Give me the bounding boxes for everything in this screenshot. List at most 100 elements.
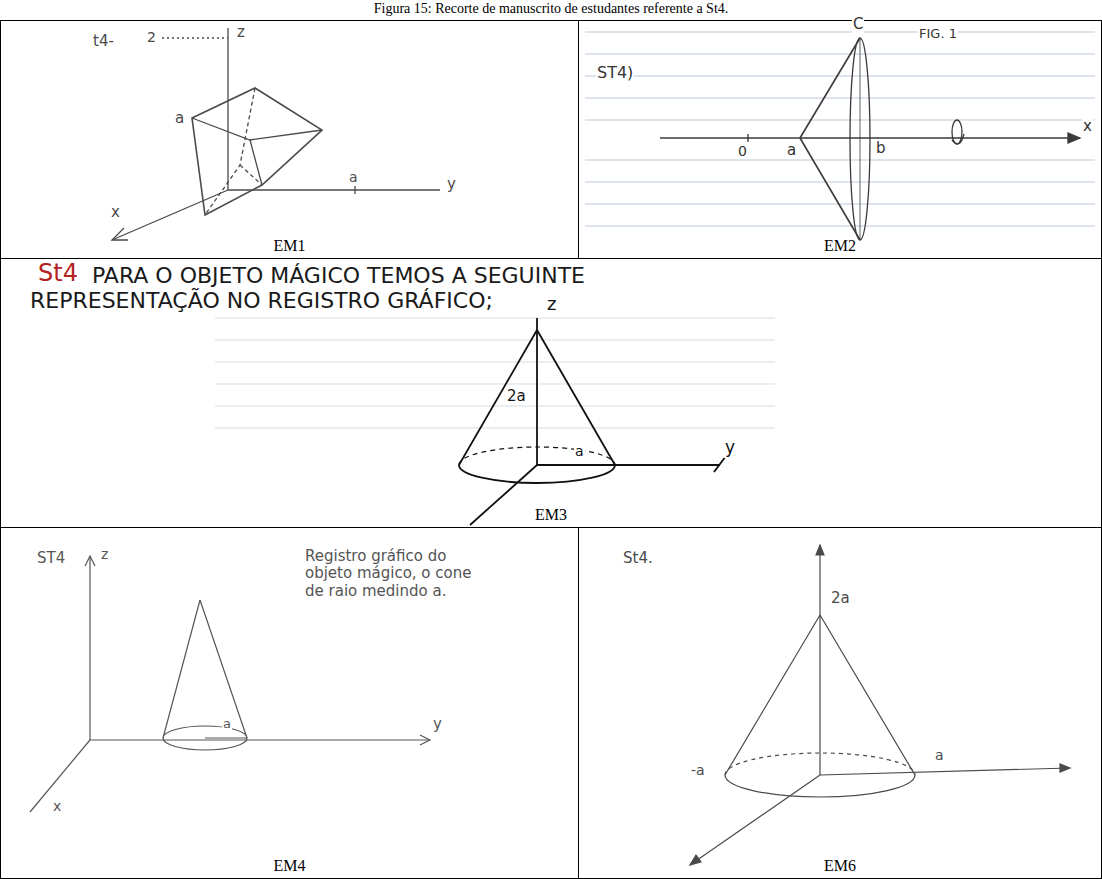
z-axis (536, 318, 538, 465)
cone-edge (820, 615, 915, 775)
axis-tick (747, 134, 748, 142)
em2-sketch (660, 38, 1080, 240)
handwritten-label: St4. (622, 550, 654, 567)
cone-base (163, 726, 247, 750)
handwritten-label: z (100, 546, 109, 562)
cone-base (850, 38, 870, 240)
panel-label: EM1 (274, 237, 306, 255)
prism-edge (192, 118, 322, 140)
x-axis (112, 190, 228, 240)
table-cell: EM1 (0, 20, 579, 259)
table-cell: EM4 (0, 527, 579, 879)
hidden-edge (205, 88, 255, 215)
cone-edge (459, 330, 537, 465)
z-axis (227, 28, 228, 190)
handwritten-label: a (174, 110, 185, 127)
handwritten-label: x (52, 798, 62, 814)
y-axis (820, 768, 1070, 775)
x-axis (690, 775, 820, 865)
cone-edge (163, 600, 200, 738)
ruled-paper (585, 32, 1095, 226)
handwritten-label: PARA O OBJETO MÁGICO TEMOS A SEGUINTE RE… (30, 263, 770, 314)
cone-base (725, 775, 915, 797)
prism-outline (192, 88, 322, 215)
handwritten-label: z (236, 24, 246, 41)
cone-axis-line (860, 38, 861, 240)
axis-arrow (85, 556, 95, 566)
y-axis (228, 189, 440, 190)
em3-sketch (459, 318, 726, 525)
handwritten-label: a (786, 142, 797, 159)
axis-arrow (1060, 764, 1070, 772)
ruled-line (585, 76, 1095, 77)
ruled-line (585, 54, 1095, 55)
ruled-line (215, 428, 775, 429)
cone-edge (537, 330, 615, 465)
panel-label: EM2 (824, 237, 856, 255)
handwritten-label: a (222, 717, 232, 732)
ruled-line (585, 98, 1095, 99)
ruled-line (585, 226, 1095, 227)
handwritten-label: y (724, 438, 736, 458)
cone-edge (200, 600, 247, 738)
hidden-base (725, 753, 915, 775)
panel-label: EM4 (274, 857, 306, 875)
handwritten-label: ST4) (596, 64, 634, 82)
rotation-mark (952, 120, 962, 144)
handwritten-label: St4 (38, 260, 78, 288)
y-axis (90, 739, 430, 740)
x-axis (470, 465, 537, 525)
hidden-edge (240, 165, 262, 185)
height-guide (162, 37, 228, 38)
axis-arrow (690, 855, 701, 865)
ruled-line (215, 318, 775, 319)
rotation-mark (952, 134, 964, 144)
ruled-line (215, 406, 775, 407)
handwritten-label: 2 (146, 29, 157, 45)
ruled-line (215, 340, 775, 341)
cone-edge (725, 615, 820, 775)
ruled-line (585, 204, 1095, 205)
axis-stroke (714, 456, 726, 472)
ruled-line (585, 32, 1095, 33)
ruled-line (585, 182, 1095, 183)
table-cell: EM2 (578, 20, 1102, 259)
em6-sketch (690, 545, 1070, 865)
handwritten-label: a (574, 443, 585, 459)
table-cell: EM6 (578, 527, 1102, 879)
handwritten-label: z (546, 294, 557, 315)
cone-base (459, 465, 615, 483)
ruled-line (215, 362, 775, 363)
panel-label: EM3 (535, 506, 567, 524)
z-axis (89, 556, 90, 740)
radius-line (205, 737, 247, 738)
em1-sketch (112, 28, 440, 240)
handwritten-label: FIG. 1 (918, 27, 958, 42)
ruled-line (215, 384, 775, 385)
axis-arrow (1068, 133, 1080, 143)
handwritten-label: 2a (506, 388, 527, 405)
handwritten-label: C (852, 16, 864, 33)
handwritten-label: t4- (92, 33, 115, 50)
handwritten-label: y (446, 176, 457, 193)
z-axis (819, 545, 820, 775)
handwritten-label: 0 (737, 143, 748, 159)
axis-arrow (112, 228, 128, 240)
handwritten-label: Registro gráfico do objeto mágico, o con… (305, 548, 485, 600)
axis-tick (354, 186, 355, 194)
handwritten-label: 2a (830, 590, 851, 607)
handwritten-label: x (1082, 118, 1093, 135)
ruled-line (585, 120, 1095, 121)
handwritten-label: -a (690, 762, 706, 778)
axis-arrow (420, 735, 430, 745)
axis-arrow (816, 545, 824, 555)
y-axis (537, 464, 720, 466)
handwritten-label: a (934, 747, 945, 763)
panel-label: EM6 (824, 857, 856, 875)
handwritten-label: b (875, 140, 887, 157)
handwritten-label: y (432, 716, 443, 733)
prism-edge (250, 140, 262, 185)
figure-caption: Figura 15: Recorte de manuscrito de estu… (0, 1, 1102, 17)
handwritten-label: a (348, 169, 359, 185)
